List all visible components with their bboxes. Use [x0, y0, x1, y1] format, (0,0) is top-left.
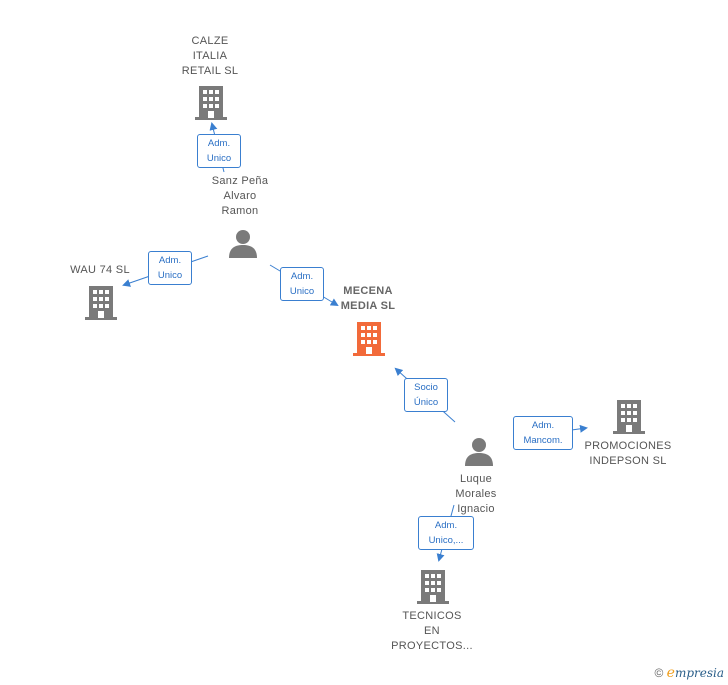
edge-label-sanz-wau[interactable]: Adm. Unico	[148, 251, 192, 285]
copyright-symbol: ©	[654, 666, 664, 680]
node-label-mecena: MECENA MEDIA SL	[340, 285, 396, 312]
building-icon[interactable]	[416, 568, 450, 604]
node-label-wau: WAU 74 SL	[70, 264, 130, 276]
edge-label-luque-mecena[interactable]: Socio Único	[404, 378, 448, 412]
brand-initial: e	[666, 665, 675, 681]
node-label-luque: Luque Morales Ignacio	[455, 473, 497, 515]
focus-building-icon[interactable]	[352, 320, 386, 356]
node-label-tecnicos: TECNICOS EN PROYECTOS...	[391, 610, 473, 652]
node-label-calze: CALZE ITALIA RETAIL SL	[181, 35, 239, 77]
brand-watermark: © empresia	[654, 665, 724, 681]
edge-label-luque-promociones[interactable]: Adm. Mancom.	[513, 416, 573, 450]
building-icon[interactable]	[612, 398, 646, 434]
person-icon[interactable]	[228, 228, 258, 258]
building-icon[interactable]	[84, 284, 118, 320]
person-icon[interactable]	[464, 436, 494, 466]
node-label-sanz: Sanz Peña Alvaro Ramon	[211, 175, 269, 217]
node-label-promociones: PROMOCIONES INDEPSON SL	[584, 440, 672, 467]
edge-label-sanz-mecena[interactable]: Adm. Unico	[280, 267, 324, 301]
building-icon[interactable]	[194, 84, 228, 120]
brand-name: mpresia	[674, 666, 724, 680]
edge-label-luque-tecnicos[interactable]: Adm. Unico,...	[418, 516, 474, 550]
edge-label-sanz-calze[interactable]: Adm. Unico	[197, 134, 241, 168]
